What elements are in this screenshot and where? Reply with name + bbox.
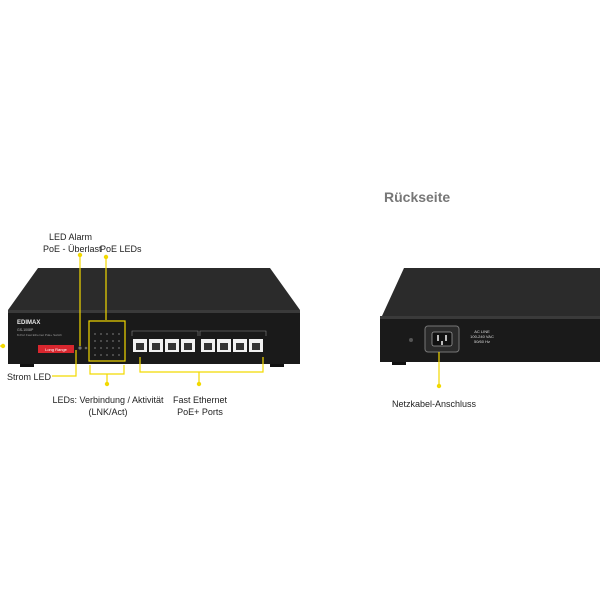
ethernet-ports [133, 339, 263, 352]
ports-label: Fast Ethernet [172, 395, 228, 405]
model-label: GS-1008P [17, 328, 34, 332]
ethernet-port [201, 339, 215, 352]
long-range-badge [38, 345, 74, 353]
poe-led-grid [94, 333, 120, 356]
led-alarm-label: LED Alarm [49, 232, 93, 242]
back-switch-top [382, 268, 600, 316]
link-leds-label: LEDs: Verbindung / Aktivität [52, 395, 164, 405]
ethernet-port [133, 339, 147, 352]
back-view-heading: Rückseite [384, 189, 451, 205]
plate-line-2: 100-240 VAC [470, 334, 494, 339]
badge-label: Long Range [45, 347, 68, 352]
plate-line-3: 50/60 Hz [474, 339, 490, 344]
front-switch-top [8, 268, 300, 310]
poe-overload-label: PoE - Überlast [43, 244, 102, 254]
ethernet-port [165, 339, 179, 352]
front-switch-face [8, 310, 300, 364]
ethernet-port [181, 339, 195, 352]
back-switch-face [380, 316, 600, 362]
switch-subtitle: 8-Port Fast Ethernet PoE+ Switch [17, 333, 62, 337]
screw-icon [409, 338, 413, 342]
power-led [78, 346, 82, 350]
ethernet-port [149, 339, 163, 352]
power-led-label: Strom LED [7, 372, 52, 382]
power-cable-label: Netzkabel-Anschluss [392, 399, 477, 409]
link-act-label: (LNK/Act) [88, 407, 128, 417]
back-callout [436, 352, 442, 389]
front-callout-dots [0, 252, 202, 387]
ethernet-port [217, 339, 231, 352]
plate-line-1: AC LINE [474, 329, 490, 334]
back-switch: AC LINE 100-240 VAC 50/60 Hz [380, 268, 600, 365]
brand-logo: EDIMAX [17, 320, 40, 326]
front-callout-lines [0, 255, 264, 384]
ethernet-port [233, 339, 247, 352]
alarm-led [84, 346, 88, 350]
ethernet-port [249, 339, 263, 352]
poe-leds-label: PoE LEDs [100, 244, 142, 254]
status-leds [78, 333, 120, 356]
front-switch: EDIMAX GS-1008P 8-Port Fast Ethernet PoE… [8, 268, 300, 367]
poe-ports-label: PoE+ Ports [177, 407, 223, 417]
